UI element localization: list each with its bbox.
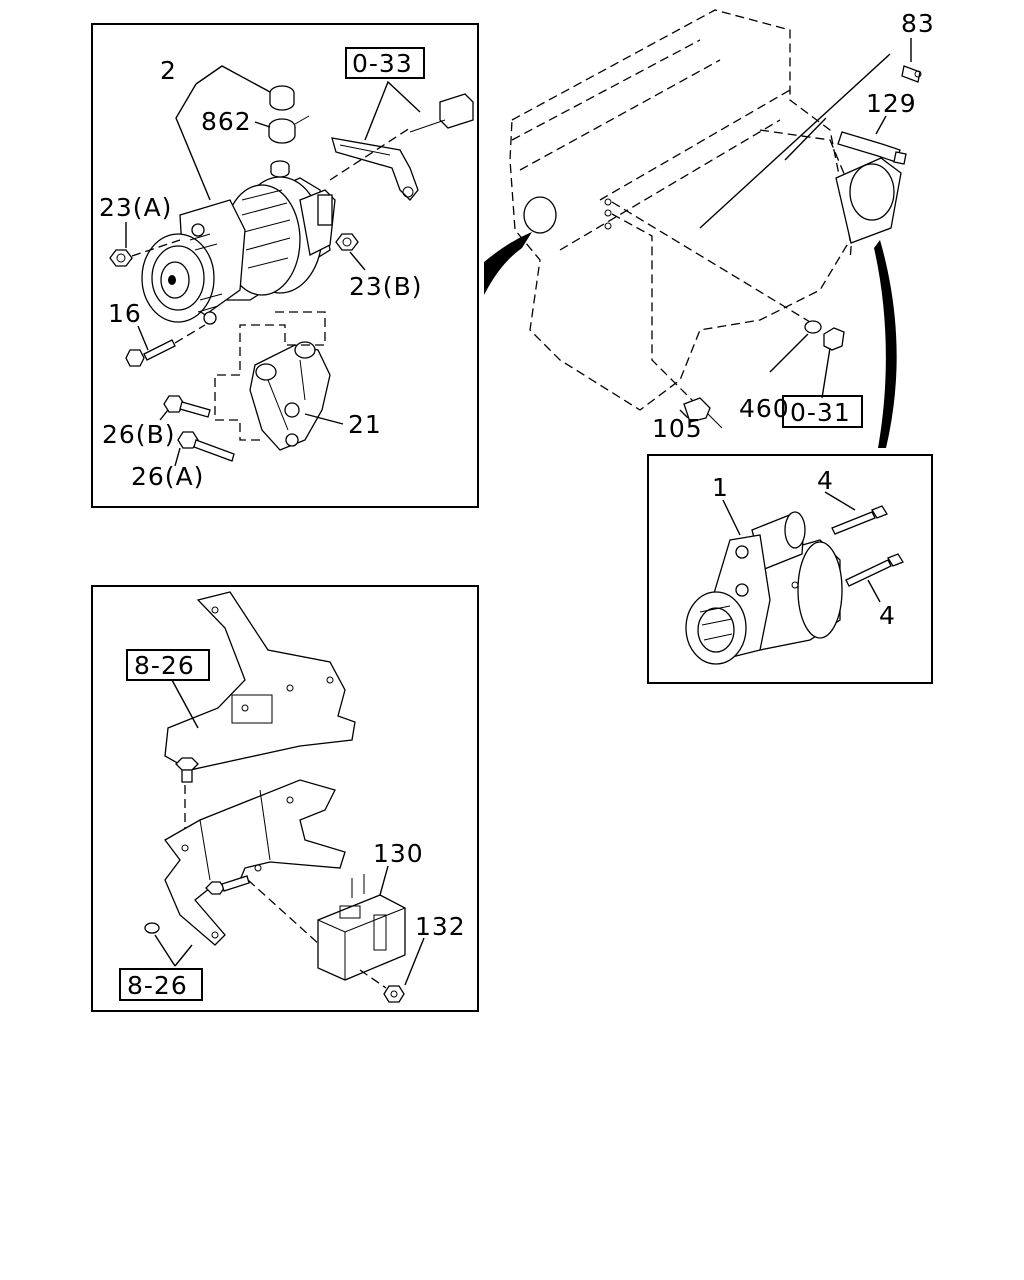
bolt-26b — [163, 395, 211, 418]
ref-box-lower-b[interactable] — [119, 968, 203, 1001]
pointer-arrow-right — [874, 240, 897, 448]
callout-bolt-16: 16 — [108, 299, 142, 328]
bolt-upper-bracket — [175, 757, 199, 783]
callout-bracket-21: 21 — [348, 410, 382, 439]
alternator-panel: 2 862 0-33 23(A) 23(B) 16 21 26(B) 26(A) — [91, 23, 479, 508]
callout-bolt-83: 83 — [901, 9, 935, 38]
alternator-mounting-bracket — [249, 341, 331, 451]
washer-460 — [804, 320, 822, 334]
ref-label-top[interactable]: 0-33 — [352, 49, 413, 78]
nut-132 — [383, 985, 405, 1003]
bolt-26a — [177, 431, 235, 462]
bolt-4-lower — [845, 553, 904, 587]
callout-alternator: 2 — [160, 56, 177, 85]
alternator-cap — [268, 85, 310, 178]
bolt-4-upper — [831, 505, 888, 535]
pointer-arrow-left — [484, 232, 532, 295]
ref-label-lower-a[interactable]: 8-26 — [134, 651, 195, 680]
relay-130 — [317, 874, 406, 981]
callout-bolt-26a: 26(A) — [131, 462, 204, 491]
lower-bracket — [164, 779, 346, 946]
ref-label-lower-b[interactable]: 8-26 — [127, 971, 188, 1000]
callout-bolt-26b: 26(B) — [102, 420, 175, 449]
sensor-129 — [837, 131, 907, 165]
callout-nut-132: 132 — [415, 912, 466, 941]
nut-lower-bracket — [144, 922, 160, 934]
ref-label-right[interactable]: 0-31 — [790, 398, 851, 427]
callout-sensor-129: 129 — [866, 89, 917, 118]
bolt-83 — [901, 65, 922, 83]
callout-bolt-4-upper: 4 — [817, 466, 834, 495]
engine-block: 83 129 460 105 0-31 — [484, 9, 935, 448]
callout-alternator-cap: 862 — [201, 107, 252, 136]
upper-bracket — [164, 591, 356, 771]
callout-bolt-4-lower: 4 — [879, 601, 896, 630]
alternator-adjust-bracket — [329, 93, 474, 201]
starter-panel: 1 4 4 — [647, 454, 933, 684]
bolt-16 — [125, 324, 206, 367]
bolt-lower-bracket — [205, 875, 250, 895]
nut-23b — [335, 233, 359, 251]
callout-nut-23b: 23(B) — [349, 272, 422, 301]
nut-23a — [109, 249, 133, 267]
callout-starter-1: 1 — [712, 473, 729, 502]
relay-bracket-panel: 8-26 130 132 8-26 — [91, 585, 479, 1012]
ref-box-top[interactable] — [345, 47, 425, 79]
callout-relay-130: 130 — [373, 839, 424, 868]
switch-105 — [683, 397, 723, 429]
starter-motor — [685, 511, 843, 665]
callout-nut-23a: 23(A) — [99, 193, 172, 222]
callout-washer-460: 460 — [739, 394, 790, 423]
callout-switch-105: 105 — [652, 414, 703, 443]
alternator — [141, 176, 336, 325]
plug-0-31 — [823, 327, 845, 351]
ref-box-lower-a[interactable] — [126, 649, 210, 681]
ref-box-right[interactable] — [782, 395, 863, 428]
